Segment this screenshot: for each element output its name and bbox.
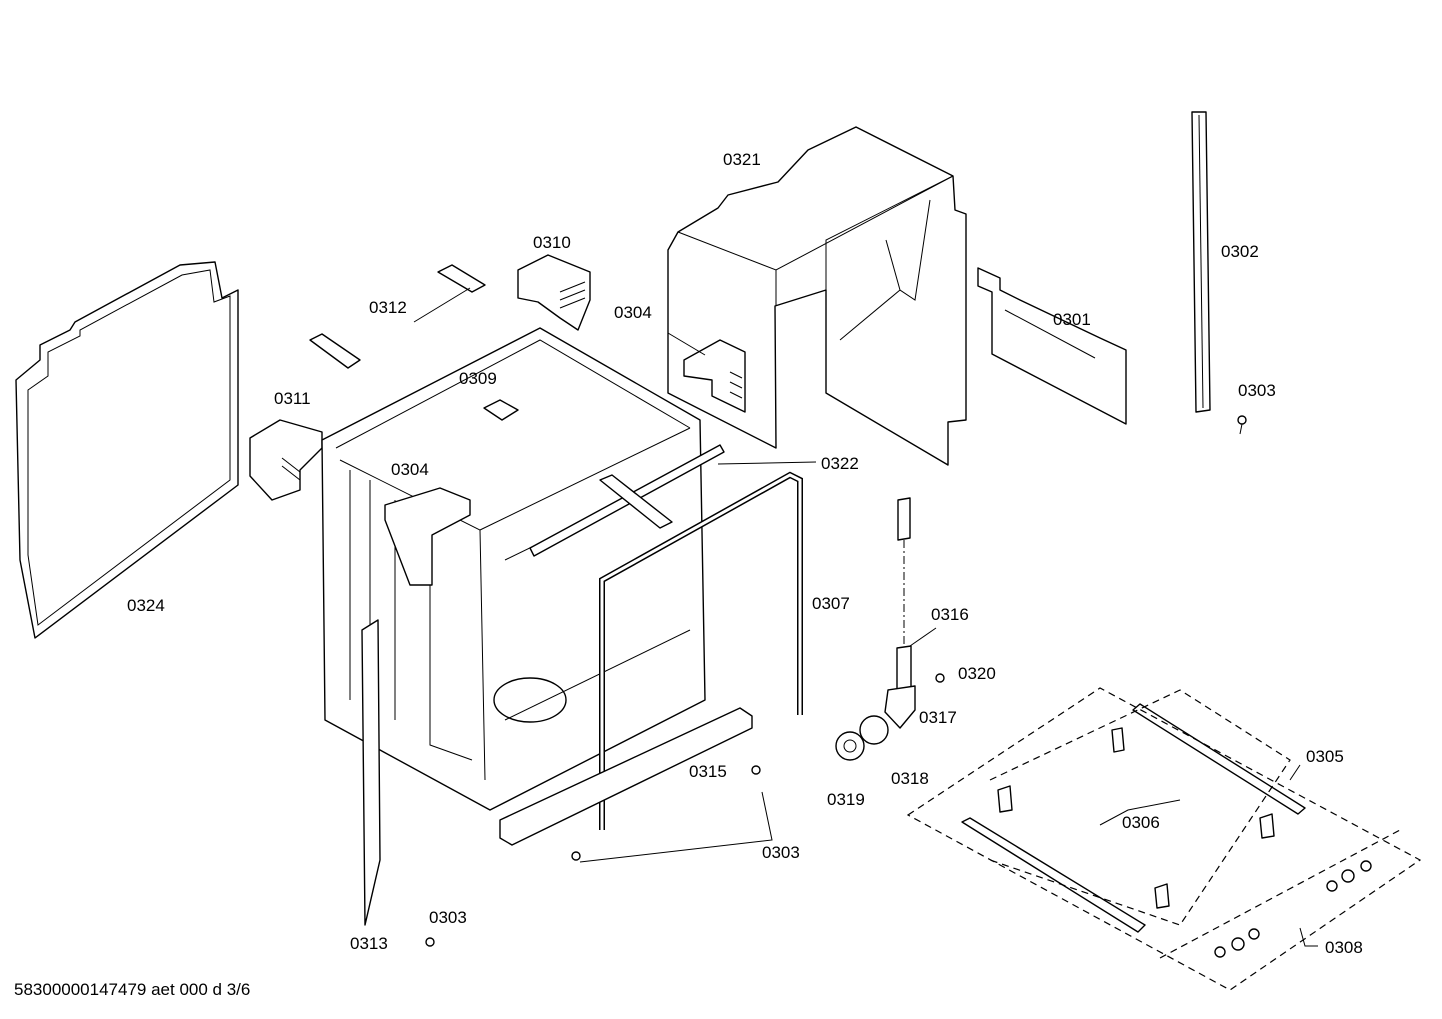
callout-0306: 0306 xyxy=(1122,813,1160,832)
callout-0311: 0311 xyxy=(274,389,311,408)
part-0315-base-plate xyxy=(499,707,753,846)
part-0313-side-rail xyxy=(361,619,381,926)
part-0324-side-panel xyxy=(15,261,239,639)
part-0309-clip xyxy=(483,399,519,421)
callout-0319: 0319 xyxy=(827,790,865,809)
callout-0317: 0317 xyxy=(919,708,957,727)
part-0310-bracket xyxy=(517,254,591,331)
part-0301-plate xyxy=(977,267,1127,425)
part-0303-screw-right xyxy=(1237,415,1247,435)
part-0308-dashed-box xyxy=(906,687,1422,991)
callout-0301: 0301 xyxy=(1053,310,1091,329)
part-0307-gasket xyxy=(599,471,803,830)
callout-0308: 0308 xyxy=(1325,938,1363,957)
callout-labels: 0321 0302 0310 0312 0304 0301 0303 0309 … xyxy=(127,150,1363,957)
callout-0303-right: 0303 xyxy=(1238,381,1276,400)
callout-0307: 0307 xyxy=(812,594,850,613)
callout-0303-mid: 0303 xyxy=(762,843,800,862)
callout-0310: 0310 xyxy=(533,233,571,252)
part-0303-screws xyxy=(425,765,761,947)
part-0302-vertical-rail xyxy=(1191,111,1211,413)
leader-lines xyxy=(413,287,1318,947)
part-0304-mid-bracket xyxy=(384,487,471,586)
part-0308-fasteners xyxy=(1214,860,1372,958)
part-0305-rail xyxy=(1132,703,1306,815)
part-hose-fitting-group xyxy=(835,497,945,761)
callout-0324: 0324 xyxy=(127,596,165,615)
callout-0313: 0313 xyxy=(350,934,388,953)
part-0304-top-bracket xyxy=(683,339,746,413)
part-0312-clips xyxy=(309,264,486,369)
callout-0315: 0315 xyxy=(689,762,727,781)
callout-0303-bottom: 0303 xyxy=(429,908,467,927)
part-tub xyxy=(321,327,706,811)
drawing-number: 58300000147479 aet 000 d 3/6 xyxy=(14,980,251,999)
part-0311-bracket xyxy=(249,419,323,501)
callout-0304-top: 0304 xyxy=(614,303,652,322)
callout-0321: 0321 xyxy=(723,150,761,169)
callout-0309: 0309 xyxy=(459,369,497,388)
callout-0312: 0312 xyxy=(369,298,407,317)
part-0321-insulation-cover xyxy=(667,126,967,466)
part-0306-rail-kit xyxy=(961,727,1275,933)
part-0322-strut xyxy=(529,444,725,557)
callout-0320: 0320 xyxy=(958,664,996,683)
callout-0318: 0318 xyxy=(891,769,929,788)
callout-0304-mid: 0304 xyxy=(391,460,429,479)
callout-0316: 0316 xyxy=(931,605,969,624)
callout-0305: 0305 xyxy=(1306,747,1344,766)
callout-0302: 0302 xyxy=(1221,242,1259,261)
callout-0322: 0322 xyxy=(821,454,859,473)
